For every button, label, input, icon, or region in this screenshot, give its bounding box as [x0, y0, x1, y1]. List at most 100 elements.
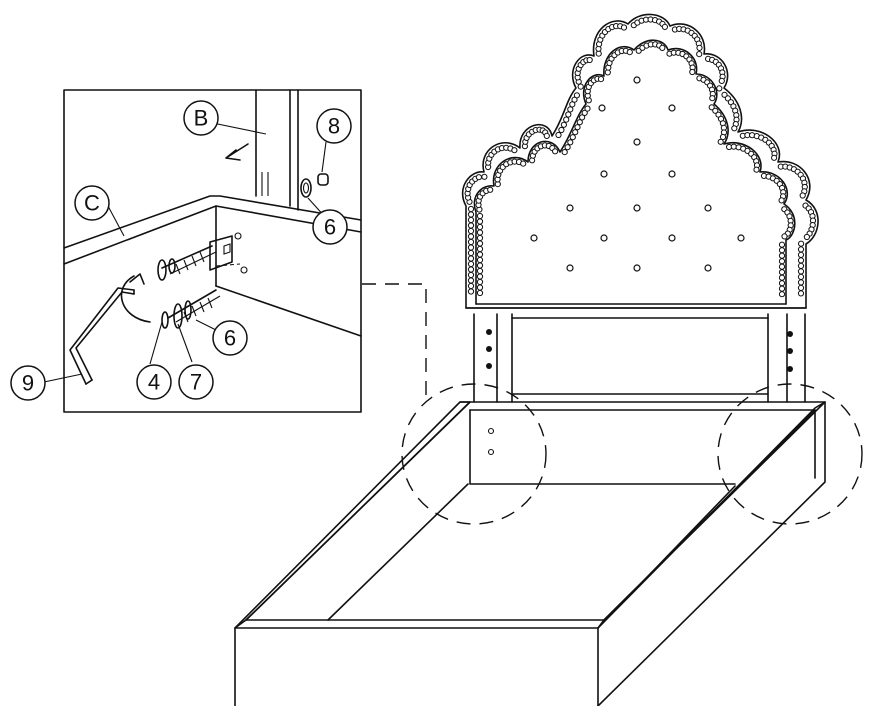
nailhead — [467, 227, 475, 235]
nailhead — [797, 279, 805, 286]
nailhead — [476, 273, 484, 280]
nailhead — [797, 273, 805, 280]
nailhead — [689, 68, 696, 76]
nailhead — [721, 91, 728, 98]
nailhead — [467, 205, 475, 213]
nailhead — [708, 104, 715, 111]
nailhead — [781, 233, 788, 240]
headboard — [461, 13, 819, 309]
nailhead — [572, 129, 579, 136]
nailhead — [798, 240, 805, 247]
headboard-legs — [473, 313, 806, 403]
nailhead — [476, 212, 484, 220]
nailhead — [476, 267, 484, 275]
nailhead — [511, 147, 518, 154]
nailhead — [476, 240, 484, 247]
nailhead — [467, 222, 475, 229]
callout-6-bottom: 6 — [212, 320, 248, 356]
nailhead — [803, 233, 811, 241]
nailhead — [467, 216, 475, 224]
nailhead — [555, 131, 562, 139]
nailhead — [778, 274, 786, 281]
nailhead — [626, 49, 633, 56]
nailhead — [476, 278, 484, 286]
nailhead — [467, 277, 475, 284]
nailhead — [520, 160, 527, 167]
nailhead — [476, 262, 484, 269]
nailhead — [718, 77, 725, 85]
callout-c-label: C — [84, 191, 100, 216]
nailhead — [778, 269, 786, 276]
nailhead — [576, 119, 583, 126]
nailhead — [778, 280, 786, 287]
nailhead — [778, 247, 786, 254]
nailhead — [797, 246, 805, 253]
nailhead — [778, 197, 785, 204]
nailhead — [579, 114, 586, 121]
nailhead — [476, 251, 484, 258]
nailhead — [778, 285, 786, 292]
nailhead — [712, 107, 719, 114]
nailhead — [543, 132, 550, 139]
nailhead — [476, 284, 484, 291]
nailhead — [597, 76, 605, 83]
nailhead — [558, 126, 565, 134]
detail-inset — [63, 89, 362, 413]
callout-4: 4 — [136, 364, 172, 400]
nailhead — [753, 166, 760, 173]
callout-8-label: 8 — [328, 114, 340, 139]
callout-9: 9 — [10, 365, 46, 401]
nailhead — [778, 258, 786, 265]
nailhead — [467, 255, 475, 262]
nailhead — [799, 192, 806, 199]
callout-6-top-label: 6 — [324, 215, 336, 240]
nailhead — [696, 51, 703, 58]
nailhead — [696, 44, 703, 52]
nailhead — [569, 134, 576, 141]
nailhead — [467, 249, 475, 257]
nailhead — [797, 257, 805, 264]
nailhead — [476, 223, 484, 231]
nailhead — [561, 149, 568, 156]
nailhead — [476, 218, 484, 225]
nailhead — [476, 245, 484, 253]
nailhead — [476, 234, 484, 242]
nailhead — [476, 256, 484, 264]
nailhead — [659, 44, 666, 52]
nailhead — [476, 229, 484, 236]
callout-c: C — [74, 185, 110, 221]
nailhead — [731, 125, 738, 132]
nailhead — [586, 56, 593, 64]
nailhead — [560, 121, 568, 128]
nailhead — [620, 24, 628, 31]
nailhead — [567, 139, 574, 146]
nailhead — [467, 260, 475, 268]
nailhead — [467, 266, 475, 273]
nailhead — [563, 116, 570, 123]
nailhead-trim-inner — [475, 41, 794, 298]
nailhead — [487, 186, 494, 193]
nailhead — [778, 291, 786, 298]
nailhead — [717, 138, 724, 145]
nailhead — [797, 284, 805, 291]
tufting-buttons — [530, 76, 745, 272]
nailhead — [467, 238, 475, 246]
nailhead — [552, 148, 559, 155]
leader-lines — [43, 121, 327, 383]
nailhead — [467, 211, 475, 218]
callout-6-bottom-label: 6 — [224, 326, 236, 351]
callout-b: B — [183, 100, 219, 136]
nailhead — [778, 263, 786, 270]
callout-b-label: B — [194, 106, 209, 131]
nailhead — [778, 241, 786, 248]
nailhead — [467, 271, 475, 279]
nailhead — [467, 288, 475, 295]
detail-callouts — [362, 283, 863, 525]
nailhead — [797, 251, 805, 258]
nailhead — [581, 109, 588, 117]
nailhead — [797, 290, 805, 297]
callout-7-label: 7 — [190, 370, 202, 395]
callout-9-label: 9 — [22, 371, 34, 396]
nailhead — [565, 111, 572, 118]
callout-7: 7 — [178, 364, 214, 400]
